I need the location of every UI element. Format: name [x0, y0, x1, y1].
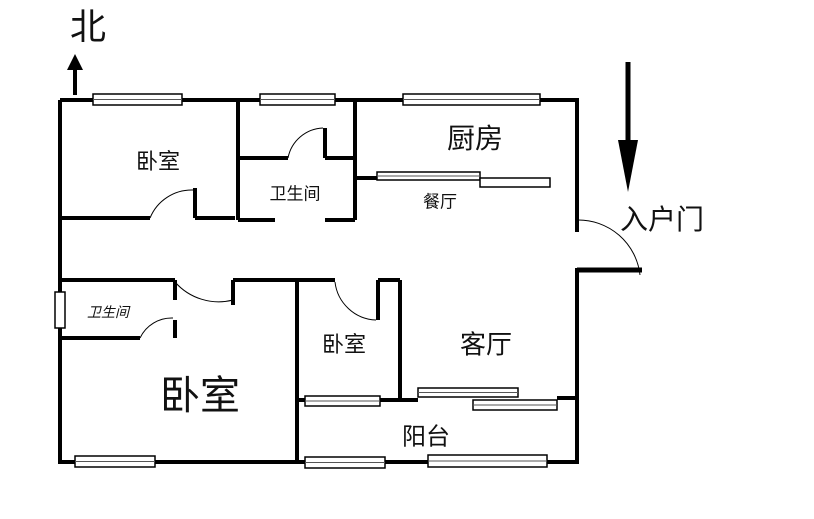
room-label-balcony: 阳台 [402, 422, 450, 451]
north-label: 北 [69, 7, 107, 48]
room-label-bathroom-w: 卫生间 [87, 305, 129, 321]
door-arcs [139, 127, 641, 339]
room-label-bedroom-nw: 卧室 [135, 150, 181, 175]
entrance-label: 入户门 [619, 203, 705, 236]
room-label-bedroom-master: 卧室 [160, 373, 240, 419]
room-label-living: 客厅 [459, 330, 513, 361]
north-arrow-icon [67, 54, 83, 95]
window-lines [75, 99, 557, 463]
entrance-arrow-icon [618, 62, 638, 192]
room-label-dining: 餐厅 [423, 192, 457, 213]
room-label-kitchen: 厨房 [446, 122, 504, 155]
room-label-bathroom-n: 卫生间 [269, 184, 321, 205]
room-label-bedroom-small: 卧室 [321, 333, 367, 358]
